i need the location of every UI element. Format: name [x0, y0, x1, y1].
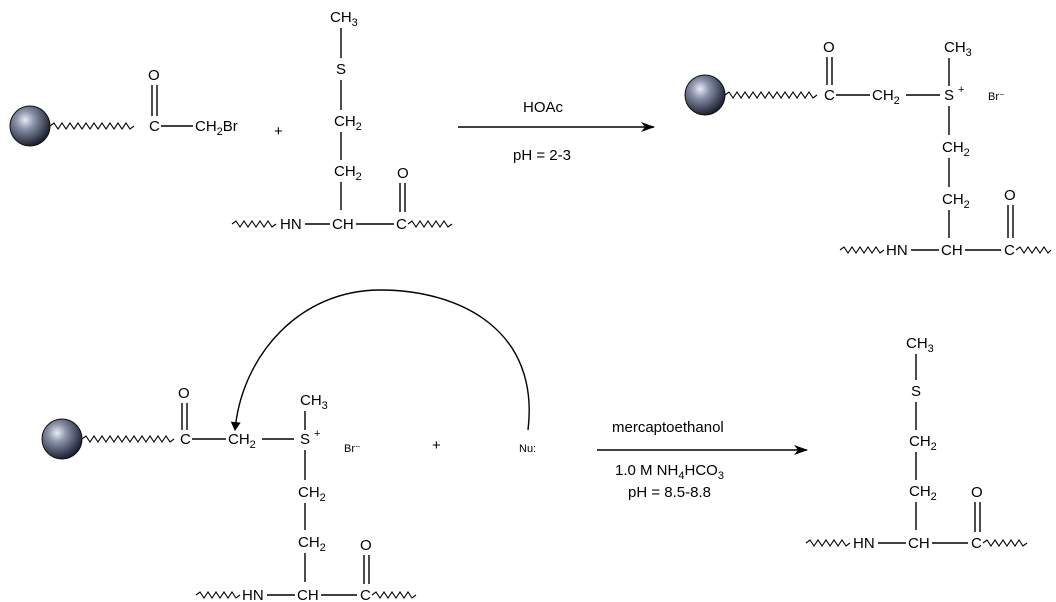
- methionine-product: CH3 S CH2 CH2 O HN CH C: [805, 335, 1028, 552]
- backbone-wavy-right: [371, 591, 417, 599]
- bromoacetyl-resin: O C CH2Br: [9, 67, 238, 147]
- amide-carbon: C: [971, 535, 982, 552]
- methionine-residue: CH3 S CH2 CH2 O HN CH C: [231, 9, 453, 233]
- backbone-wavy-right: [407, 220, 453, 228]
- reagent-label-hoac: HOAc: [523, 99, 564, 116]
- plus-sign-top: +: [274, 123, 283, 140]
- alpha-carbon: CH: [941, 242, 963, 259]
- backbone-wavy-right: [982, 539, 1028, 547]
- backbone-wavy-left: [231, 220, 277, 228]
- bromide-counterion: Br⁻: [988, 91, 1005, 103]
- amide-carbon: C: [360, 587, 371, 602]
- sulfur-atom: S: [300, 431, 310, 448]
- alpha-carbon: CH: [908, 535, 930, 552]
- resin-bead: [41, 418, 83, 460]
- amide-oxygen: O: [360, 537, 372, 554]
- curved-attack-arrow: [230, 289, 530, 431]
- resin-bead: [684, 74, 726, 116]
- methylene-b: CH2: [909, 483, 937, 503]
- nucleophile-label: Nu:: [519, 443, 536, 455]
- sulfonium-reactant: O C CH2 CH3 S + Br⁻ CH2 CH2 O HN CH C: [41, 385, 417, 602]
- linker-wavy: [81, 435, 175, 443]
- methyl-group: CH3: [906, 335, 934, 355]
- methyl-group: CH3: [300, 392, 328, 412]
- bromomethyl-group: CH2Br: [195, 118, 238, 138]
- methylene-a: CH2: [909, 433, 937, 453]
- methylene-a: CH2: [298, 484, 326, 504]
- methyl-group: CH3: [944, 39, 972, 59]
- methylene-linker: CH2: [228, 431, 256, 451]
- reaction-arrow-bottom: mercaptoethanol 1.0 M NH4HCO3 pH = 8.5-8…: [597, 419, 808, 501]
- condition-label-ph: pH = 2-3: [513, 147, 571, 164]
- alpha-carbon: CH: [297, 587, 319, 602]
- backbone-wavy-left: [195, 591, 241, 599]
- sulfur-atom: S: [336, 61, 346, 78]
- amide-nitrogen: HN: [242, 587, 264, 602]
- backbone-wavy-left: [839, 246, 885, 254]
- sulfonium-charge: +: [958, 84, 964, 96]
- plus-sign-bottom: +: [432, 437, 441, 454]
- amide-oxygen: O: [971, 484, 983, 501]
- resin-bead: [9, 105, 51, 147]
- amide-nitrogen: HN: [886, 242, 908, 259]
- condition-label-ph: pH = 8.5-8.8: [628, 484, 711, 501]
- methyl-group: CH3: [330, 9, 358, 29]
- reaction-arrow-top: HOAc pH = 2-3: [458, 99, 655, 164]
- reagent-label-mercaptoethanol: mercaptoethanol: [612, 419, 724, 436]
- carbonyl-oxygen: O: [148, 67, 160, 84]
- carbonyl-carbon: C: [824, 87, 835, 104]
- condition-label-buffer: 1.0 M NH4HCO3: [615, 462, 724, 482]
- methylene-b: CH2: [298, 534, 326, 554]
- methylene-a: CH2: [334, 113, 362, 133]
- carbonyl-carbon: C: [180, 431, 191, 448]
- carbonyl-oxygen: O: [178, 385, 190, 402]
- bromide-counterion: Br⁻: [344, 443, 361, 455]
- backbone-wavy-left: [805, 539, 851, 547]
- amide-oxygen: O: [1004, 187, 1016, 204]
- amide-carbon: C: [1004, 242, 1015, 259]
- amide-nitrogen: HN: [853, 535, 875, 552]
- top-reaction: O C CH2Br + CH3 S CH2 CH2 O HN CH C: [9, 9, 1052, 259]
- linker-wavy: [724, 91, 818, 99]
- carbonyl-carbon: C: [149, 118, 160, 135]
- alpha-carbon: CH: [332, 216, 354, 233]
- carbonyl-oxygen: O: [823, 39, 835, 56]
- amide-nitrogen: HN: [280, 216, 302, 233]
- sulfur-atom: S: [911, 383, 921, 400]
- sulfonium-product-top: O C CH2 CH3 S + Br⁻ CH2 CH2 O HN CH C: [684, 39, 1052, 259]
- sulfur-atom: S: [944, 87, 954, 104]
- methylene-b: CH2: [942, 191, 970, 211]
- methylene-linker: CH2: [872, 87, 900, 107]
- methylene-b: CH2: [334, 163, 362, 183]
- amide-carbon: C: [396, 216, 407, 233]
- sulfonium-charge: +: [314, 428, 320, 440]
- amide-oxygen: O: [397, 165, 409, 182]
- methylene-a: CH2: [942, 139, 970, 159]
- backbone-wavy-right: [1015, 246, 1052, 254]
- bottom-reaction: O C CH2 CH3 S + Br⁻ CH2 CH2 O HN CH C: [41, 289, 1028, 602]
- linker-wavy: [49, 122, 135, 130]
